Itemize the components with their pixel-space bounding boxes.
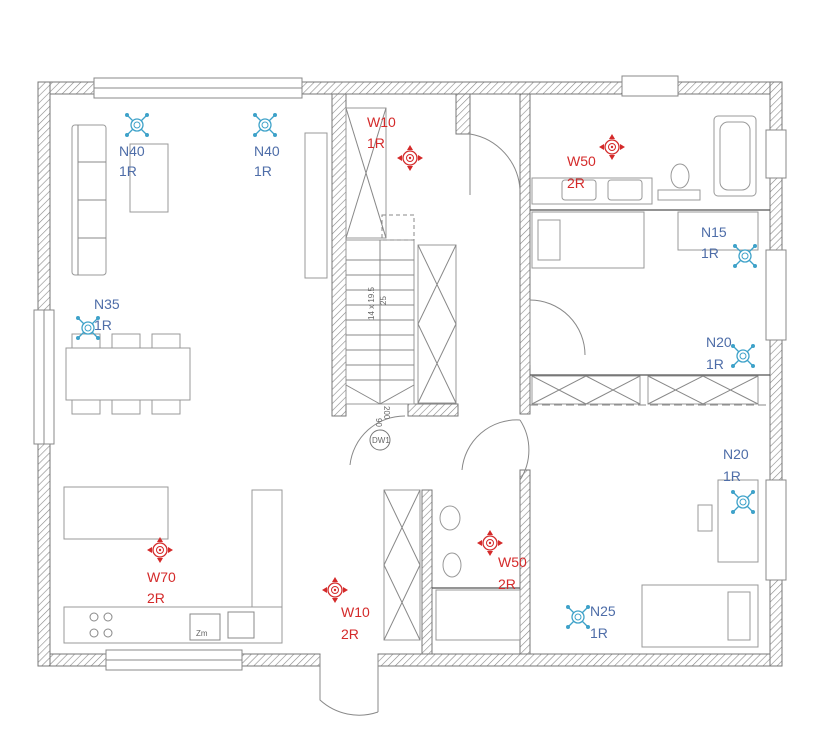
cold-diffuser-icon[interactable] xyxy=(565,604,591,630)
outlet-code: N20 xyxy=(706,334,732,350)
warm-diffuser-icon[interactable] xyxy=(321,576,349,604)
outlet-code: N40 xyxy=(119,143,145,159)
outlet-code: N40 xyxy=(254,143,280,159)
windows xyxy=(33,75,787,671)
staircase: 14 x 19.5 25 90 200 DW1 xyxy=(345,107,415,451)
outlet-code: N15 xyxy=(701,224,727,240)
warm-diffuser-icon[interactable] xyxy=(396,144,424,172)
outlet-code: W50 xyxy=(498,554,527,570)
oven-tag-label: Zm xyxy=(196,629,208,638)
outlet-rooms: 1R xyxy=(367,135,385,151)
outlet-code: N25 xyxy=(590,603,616,619)
outlet-rooms: 1R xyxy=(119,163,137,179)
warm-diffuser-icon[interactable] xyxy=(476,529,504,557)
outlet-rooms: 1R xyxy=(94,317,112,333)
doors xyxy=(319,133,586,716)
outlet-code: N35 xyxy=(94,296,120,312)
cold-diffuser-icon[interactable] xyxy=(124,112,150,138)
interior-walls xyxy=(331,93,770,655)
outlet-code: W50 xyxy=(567,153,596,169)
cold-diffuser-icon[interactable] xyxy=(252,112,278,138)
cold-diffuser-icon[interactable] xyxy=(730,343,756,369)
door-height-label: 200 xyxy=(382,406,391,420)
stair-step-label: 25 xyxy=(379,296,388,305)
outlet-rooms: 1R xyxy=(701,245,719,261)
door-tag-label: DW1 xyxy=(372,436,390,445)
door-width-label: 90 xyxy=(374,418,383,427)
ventilation-outlets: N40 1R N40 1R W10 1R W50 2R N15 1R N35 1… xyxy=(75,112,758,642)
outlet-code: W10 xyxy=(341,604,370,620)
outlet-code: W70 xyxy=(147,569,176,585)
outlet-code: N20 xyxy=(723,446,749,462)
outlet-rooms: 1R xyxy=(706,356,724,372)
outlet-code: W10 xyxy=(367,114,396,130)
outlet-rooms: 2R xyxy=(341,626,359,642)
warm-diffuser-icon[interactable] xyxy=(146,536,174,564)
furniture: Zm xyxy=(63,115,759,648)
warm-diffuser-icon[interactable] xyxy=(598,133,626,161)
outlet-rooms: 2R xyxy=(147,590,165,606)
outlet-rooms: 1R xyxy=(590,625,608,641)
outlet-rooms: 2R xyxy=(567,175,585,191)
outlet-rooms: 1R xyxy=(254,163,272,179)
wardrobes xyxy=(383,244,759,641)
outlet-rooms: 1R xyxy=(723,468,741,484)
outlet-rooms: 2R xyxy=(498,576,516,592)
stair-size-label: 14 x 19.5 xyxy=(367,287,376,320)
